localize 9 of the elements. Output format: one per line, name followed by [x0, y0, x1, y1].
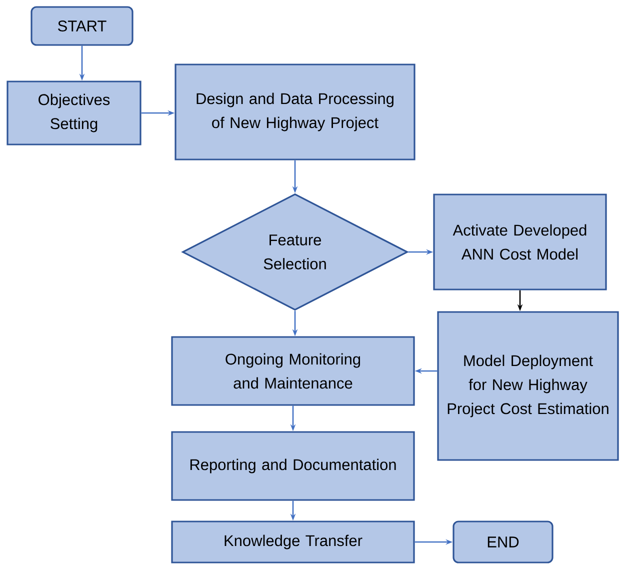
process-box: Ongoing Monitoring and Maintenance: [171, 336, 415, 406]
process-box: Reporting and Documentation: [171, 431, 415, 501]
terminal-box: START: [30, 6, 134, 46]
process-box: Objectives Setting: [6, 80, 142, 146]
process-box: Model Deployment for New Highway Project Cost Estimation: [437, 311, 619, 461]
process-box: Design and Data Processing of New Highway Project: [174, 64, 416, 160]
process-box: Knowledge Transfer: [171, 520, 415, 564]
terminal-box: END: [452, 520, 554, 564]
process-box: Activate Developed ANN Cost Model: [433, 194, 607, 290]
